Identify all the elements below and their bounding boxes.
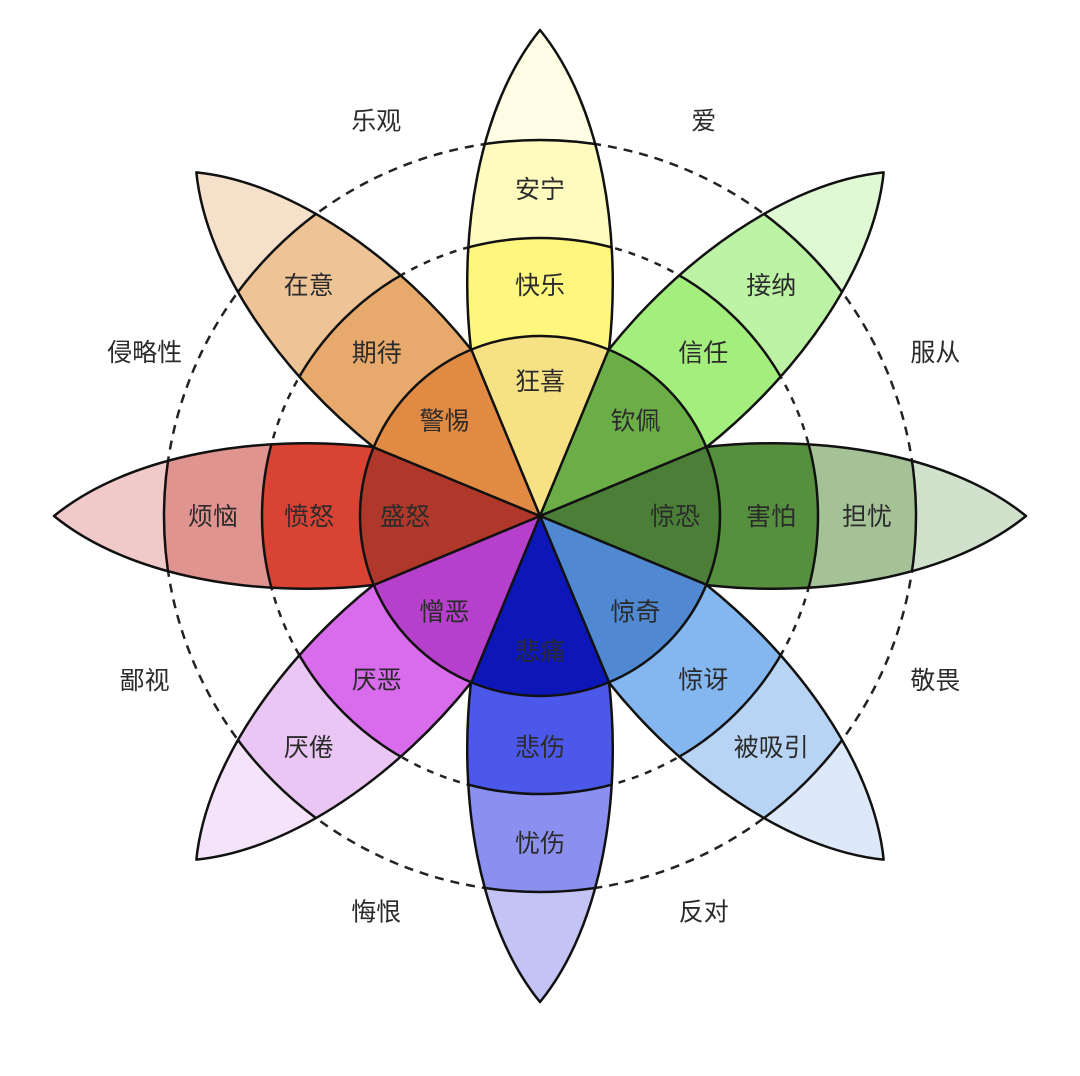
emotion-label-down-1: 悲伤 (515, 733, 565, 762)
emotion-label-upper-right-1: 信任 (678, 339, 728, 368)
emotion-label-left-1: 愤怒 (284, 502, 334, 531)
band-boundary (488, 464, 918, 894)
band-boundary (162, 138, 592, 568)
dyad-label-6: 侵略性 (107, 338, 182, 367)
petal-right (538, 442, 1028, 590)
dyad-label-5: 鄙视 (120, 666, 170, 695)
petal-outline (466, 28, 614, 518)
petal-outline (538, 442, 1028, 590)
band-boundary (488, 138, 918, 568)
emotion-label-left-0: 盛怒 (380, 502, 430, 531)
emotion-label-lower-right-1: 惊讶 (678, 665, 728, 694)
band-boundary (467, 516, 613, 796)
petal-left (52, 442, 542, 590)
band-boundary (162, 464, 592, 894)
dyad-label-4: 悔恨 (351, 897, 401, 926)
petal-down (466, 514, 614, 1004)
petal-up (466, 28, 614, 518)
emotion-label-upper-left-0: 警惕 (419, 407, 469, 436)
emotion-label-lower-left-0: 憎恶 (419, 598, 469, 627)
band-boundary (540, 443, 918, 589)
emotion-label-right-2: 担忧 (842, 502, 892, 531)
emotion-label-lower-right-0: 惊奇 (610, 598, 660, 627)
emotion-label-up-2: 安宁 (515, 175, 565, 204)
band-boundary (260, 443, 540, 589)
inner-circle (358, 334, 722, 698)
band-boundary (540, 443, 820, 589)
band-boundary (488, 236, 820, 568)
band-boundary (467, 138, 613, 516)
emotion-label-down-0: 悲痛 (515, 637, 565, 666)
dyad-label-2: 敬畏 (910, 666, 960, 695)
dyad-label-0: 爱 (691, 107, 716, 136)
band-boundary (260, 464, 592, 796)
emotion-label-up-0: 狂喜 (515, 367, 565, 396)
emotion-label-right-1: 害怕 (746, 502, 796, 531)
petal-outline (538, 171, 885, 518)
emotion-label-lower-left-2: 厌倦 (284, 733, 334, 762)
petal-outline (195, 514, 542, 861)
dyad-label-7: 乐观 (351, 107, 401, 136)
petal-outline (195, 171, 542, 518)
emotion-label-upper-right-2: 接纳 (746, 271, 796, 300)
dyad-label-1: 服从 (910, 338, 960, 367)
emotion-label-lower-left-1: 厌恶 (352, 665, 402, 694)
emotion-label-left-2: 烦恼 (188, 502, 238, 531)
emotion-label-upper-left-1: 期待 (352, 339, 402, 368)
emotion-label-upper-right-0: 钦佩 (610, 407, 660, 436)
petal-outline (538, 514, 885, 861)
petal-upper-left (162, 138, 592, 568)
band-boundary (260, 236, 592, 568)
petal-outline (466, 514, 614, 1004)
emotion-label-right-0: 惊恐 (650, 502, 700, 531)
band-boundary (488, 464, 820, 796)
band-boundary (162, 443, 540, 589)
emotion-label-upper-left-2: 在意 (284, 271, 334, 300)
dyad-label-3: 反对 (679, 897, 729, 926)
petal-outline (52, 442, 542, 590)
band-boundary (467, 236, 613, 516)
band-boundary (467, 516, 613, 894)
emotion-label-up-1: 快乐 (515, 271, 565, 300)
emotion-label-lower-right-2: 被吸引 (734, 733, 809, 762)
emotion-label-down-2: 忧伤 (515, 829, 565, 858)
